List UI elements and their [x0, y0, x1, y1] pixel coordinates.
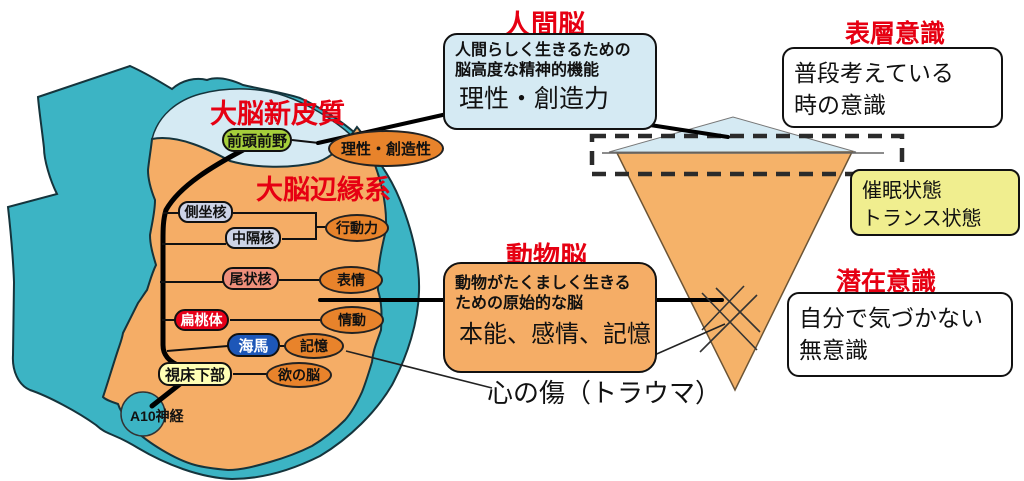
- trauma-label: 心の傷（トラウマ）: [487, 378, 722, 408]
- brain-pathway-line: [160, 147, 246, 369]
- surface-consciousness-box: 普段考えている 時の意識: [782, 47, 1003, 128]
- animal-brain-line1: 動物がたくましく生きる: [455, 275, 631, 292]
- human-brain-line3: 理性・創造力: [459, 84, 610, 113]
- animal-brain-line3: 本能、感情、記憶: [459, 320, 651, 348]
- hypnosis-line1: 催眠状態: [862, 180, 942, 202]
- subconscious-line2: 無意識: [799, 337, 868, 364]
- pill-hippocampus: 海馬: [227, 333, 280, 357]
- animal-brain-box: 動物がたくましく生きる ための原始的な脳 本能、感情、記憶: [443, 262, 657, 373]
- human-brain-line1: 人間らしく生きるための: [455, 42, 631, 59]
- oval-action: 行動力: [325, 214, 389, 242]
- neocortex-title: 大脳新皮質: [210, 99, 345, 129]
- pill-septal-nuclei: 中隔核: [225, 227, 281, 249]
- subconscious-box: 自分で気づかない 無意識: [787, 292, 1013, 377]
- subconscious-title: 潜在意識: [836, 268, 937, 296]
- surface-line1: 普段考えている: [794, 60, 954, 86]
- branch-connectors: [160, 139, 328, 375]
- oval-reason-creativity: 理性・創造性: [328, 130, 444, 167]
- hypnosis-note-box: 催眠状態 トランス状態: [850, 169, 1020, 236]
- limbic-title: 大脳辺縁系: [256, 175, 391, 205]
- hypnosis-dashed-band: [589, 133, 905, 177]
- surface-line2: 時の意識: [794, 92, 886, 119]
- oval-emotion: 情動: [320, 306, 384, 334]
- trauma-x-marks: [699, 285, 761, 353]
- pill-hypothalamus: 視床下部: [158, 362, 232, 386]
- surface-consciousness-title: 表層意識: [845, 20, 946, 48]
- human-brain-line2: 脳高度な精神的機能: [455, 62, 600, 80]
- pill-nucleus-accumbens: 側坐核: [178, 201, 233, 223]
- pill-caudate-nucleus: 尾状核: [222, 267, 279, 290]
- subconscious-line1: 自分で気づかない: [799, 305, 983, 331]
- animal-brain-line2: ための原始的な脳: [455, 295, 584, 313]
- oval-expression: 表情: [319, 266, 383, 294]
- a10-branch-line: [149, 381, 183, 409]
- pill-amygdala: 扁桃体: [174, 309, 229, 331]
- oval-memory: 記憶: [284, 333, 344, 359]
- pill-prefrontal-cortex: 前頭前野: [222, 128, 292, 152]
- hypnosis-line2: トランス状態: [862, 208, 982, 230]
- oval-desire-brain: 欲の脳: [266, 362, 332, 388]
- human-brain-box: 人間らしく生きるための 脳高度な精神的機能 理性・創造力: [443, 33, 657, 130]
- label-a10-nerve: A10神経: [130, 408, 184, 424]
